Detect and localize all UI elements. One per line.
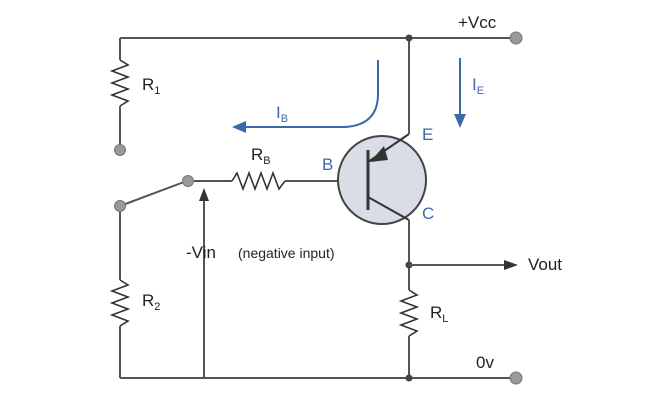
- r2-label-sub: 2: [154, 301, 160, 313]
- r2-resistor: [109, 279, 131, 327]
- r1-resistor: [109, 59, 131, 107]
- ie-arrow-head: [454, 114, 466, 128]
- rb-label: RB: [251, 145, 271, 167]
- switch-blade: [119, 181, 185, 207]
- rb-label-main: R: [251, 145, 263, 164]
- r1-label-main: R: [142, 75, 154, 94]
- switch-output-terminal: [182, 175, 194, 187]
- pnp-transistor-body: [337, 135, 427, 225]
- r1-label-sub: 1: [154, 85, 160, 97]
- ib-arrow-head: [232, 121, 246, 133]
- vout-arrow-head: [504, 260, 518, 270]
- vout-label: Vout: [528, 255, 562, 274]
- vin-label: -Vin: [186, 243, 216, 262]
- vin-arrow-head: [199, 188, 209, 201]
- ib-label-main: I: [276, 103, 281, 122]
- ground-junction-dot: [405, 374, 413, 382]
- vcc-label: +Vcc: [458, 13, 497, 32]
- emitter-terminal-label: E: [422, 125, 433, 144]
- ib-current-arrow: [244, 60, 379, 128]
- rl-label-sub: L: [442, 313, 448, 325]
- rl-resistor: [398, 289, 420, 337]
- rb-label-sub: B: [263, 155, 270, 167]
- r1-label: R1: [142, 75, 160, 97]
- vcc-junction-dot: [405, 34, 413, 42]
- ib-label-sub: B: [281, 113, 288, 125]
- ie-label-main: I: [472, 75, 477, 94]
- rl-label: RL: [430, 303, 448, 325]
- r1-terminal: [114, 144, 126, 156]
- ie-label: IE: [472, 75, 484, 97]
- r2-label: R2: [142, 291, 160, 313]
- emitter-arrow-head: [370, 146, 388, 162]
- ie-label-sub: E: [477, 85, 484, 97]
- ground-terminal: [509, 371, 523, 385]
- collector-terminal-label: C: [422, 204, 434, 223]
- rb-resistor: [231, 170, 286, 192]
- ground-label: 0v: [476, 353, 494, 372]
- transistor-collector-lead: [367, 196, 410, 221]
- switch-pivot-terminal: [114, 200, 126, 212]
- vin-note-label: (negative input): [238, 245, 335, 261]
- rl-label-main: R: [430, 303, 442, 322]
- vcc-terminal: [509, 31, 523, 45]
- r2-label-main: R: [142, 291, 154, 310]
- base-terminal-label: B: [322, 155, 333, 174]
- ib-label: IB: [276, 103, 288, 125]
